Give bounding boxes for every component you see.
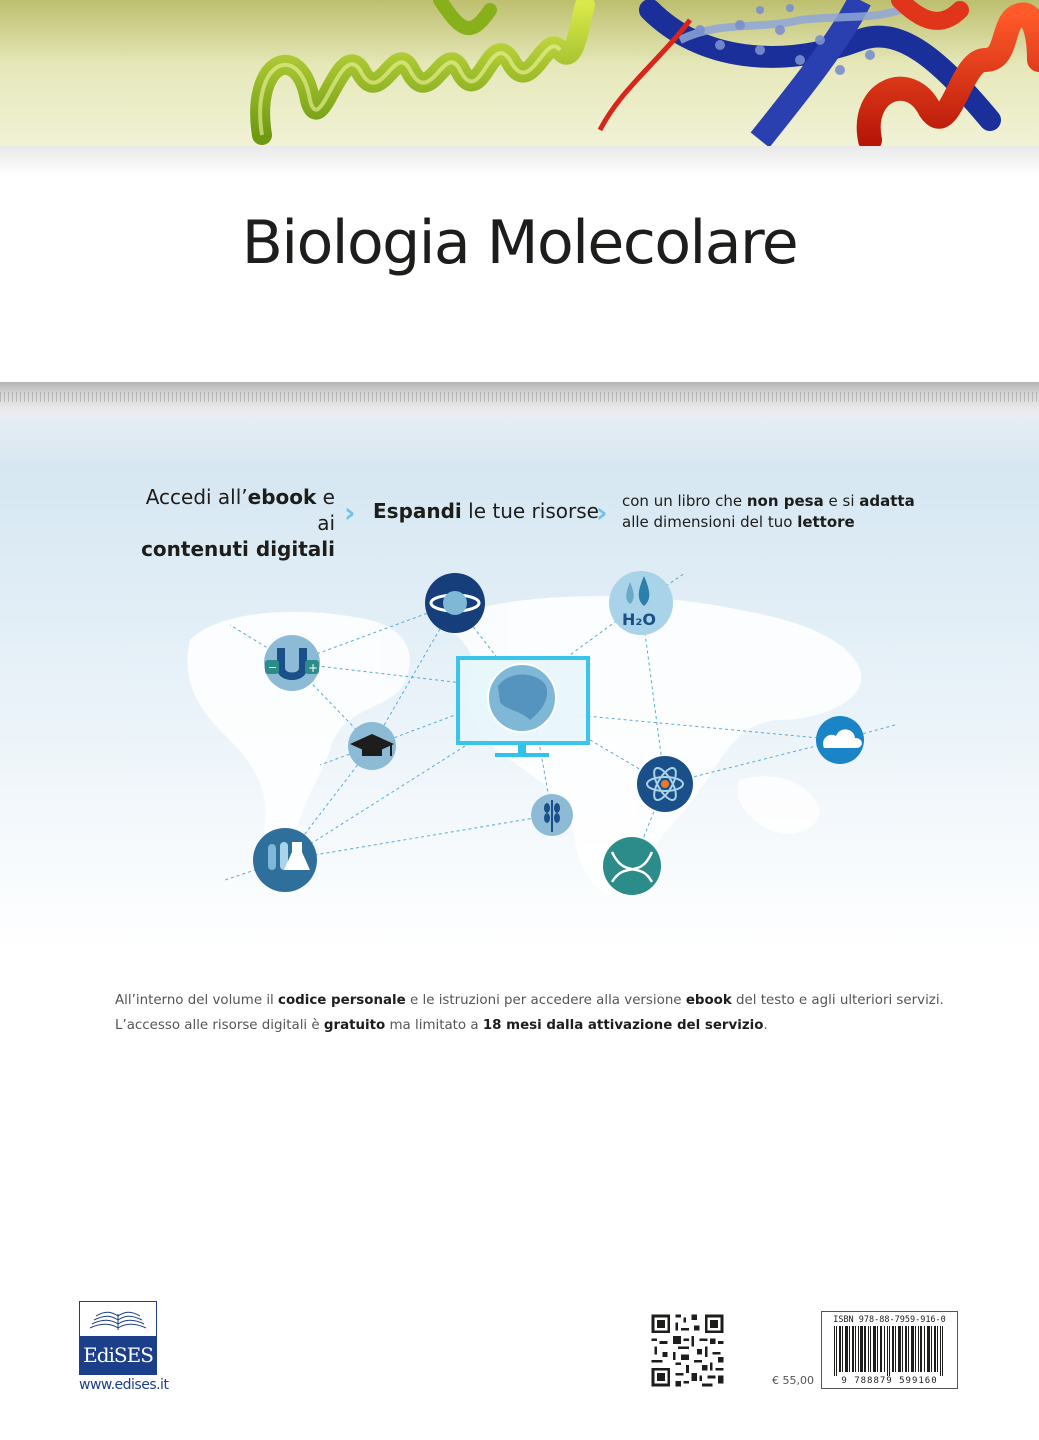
barcode-number: 9 788879 599160 — [841, 1376, 938, 1386]
tagline-bold: non pesa — [746, 492, 824, 510]
chevron-right-icon: › — [596, 496, 608, 529]
monitor-globe-icon — [456, 656, 590, 757]
tagline-text: e ai — [316, 485, 335, 535]
tagline-digital-content: contenuti digitali — [141, 537, 335, 561]
tagline-text: con un libro che — [622, 492, 747, 510]
publisher-logo: EdiSES — [79, 1301, 157, 1375]
tagline-text: Accedi all’ — [145, 485, 248, 509]
price-label: € 55,00 — [772, 1374, 814, 1387]
tagline-text: e si — [823, 492, 860, 510]
tagline-bold: adatta — [859, 492, 915, 510]
publisher-url[interactable]: www.edises.it — [79, 1377, 169, 1393]
info-bold: 18 mesi dalla attivazione del servizio — [482, 1018, 764, 1033]
grey-band-stripes — [0, 392, 1039, 402]
saturn-icon — [425, 573, 485, 633]
dna-icon — [603, 837, 661, 895]
atom-icon — [637, 756, 693, 812]
graduation-cap-icon — [348, 722, 396, 770]
tagline-expand-bold: Espandi — [373, 499, 462, 523]
info-text: All’interno del volume il — [115, 993, 279, 1008]
info-bold: codice personale — [278, 993, 406, 1008]
banner-shadow — [0, 146, 1039, 176]
page-title: Biologia Molecolare — [241, 208, 799, 278]
tagline-reader: con un libro che non pesa e si adatta al… — [622, 491, 915, 533]
digital-network-illustration: − + — [187, 571, 896, 897]
open-book-icon — [89, 1311, 147, 1330]
qr-code — [649, 1312, 726, 1389]
molecular-banner — [0, 0, 1039, 146]
svg-text:−: − — [268, 661, 277, 674]
tagline-expand: Espandi le tue risorse — [373, 499, 599, 523]
tagline-text: le tue risorse — [461, 499, 599, 523]
protein-dna-illustration — [250, 0, 1039, 146]
publisher-name: EdiSES — [80, 1336, 156, 1374]
info-text: L’accesso alle risorse digitali è — [115, 1018, 324, 1033]
isbn-text: ISBN 978-88-7959-916-0 — [833, 1315, 946, 1325]
info-text: . — [763, 1018, 768, 1033]
cloud-icon — [816, 716, 864, 764]
water-drops-icon: H₂O — [609, 571, 673, 635]
info-bold: ebook — [685, 993, 732, 1008]
tagline-access: Accedi all’ebook e ai contenuti digitali — [130, 484, 335, 562]
magnet-icon: − + — [264, 635, 320, 691]
digital-access-info: All’interno del volume il codice persona… — [115, 988, 944, 1038]
test-tubes-icon — [253, 828, 317, 892]
info-text: del testo e agli ulteriori servizi. — [731, 993, 944, 1008]
info-text: e le istruzioni per accedere alla versio… — [405, 993, 686, 1008]
svg-text:+: + — [308, 661, 318, 675]
tagline-bold: lettore — [797, 513, 855, 531]
isbn-barcode: ISBN 978-88-7959-916-0 9 788879 599160 — [821, 1311, 958, 1389]
wheat-icon — [531, 794, 573, 836]
chevron-right-icon: › — [344, 496, 356, 529]
h2o-label: H₂O — [622, 610, 656, 629]
info-bold: gratuito — [323, 1018, 386, 1033]
info-text: ma limitato a — [385, 1018, 483, 1033]
tagline-text: alle dimensioni del tuo — [622, 513, 798, 531]
barcode-bars — [834, 1326, 943, 1376]
tagline-ebook: ebook — [247, 485, 317, 509]
